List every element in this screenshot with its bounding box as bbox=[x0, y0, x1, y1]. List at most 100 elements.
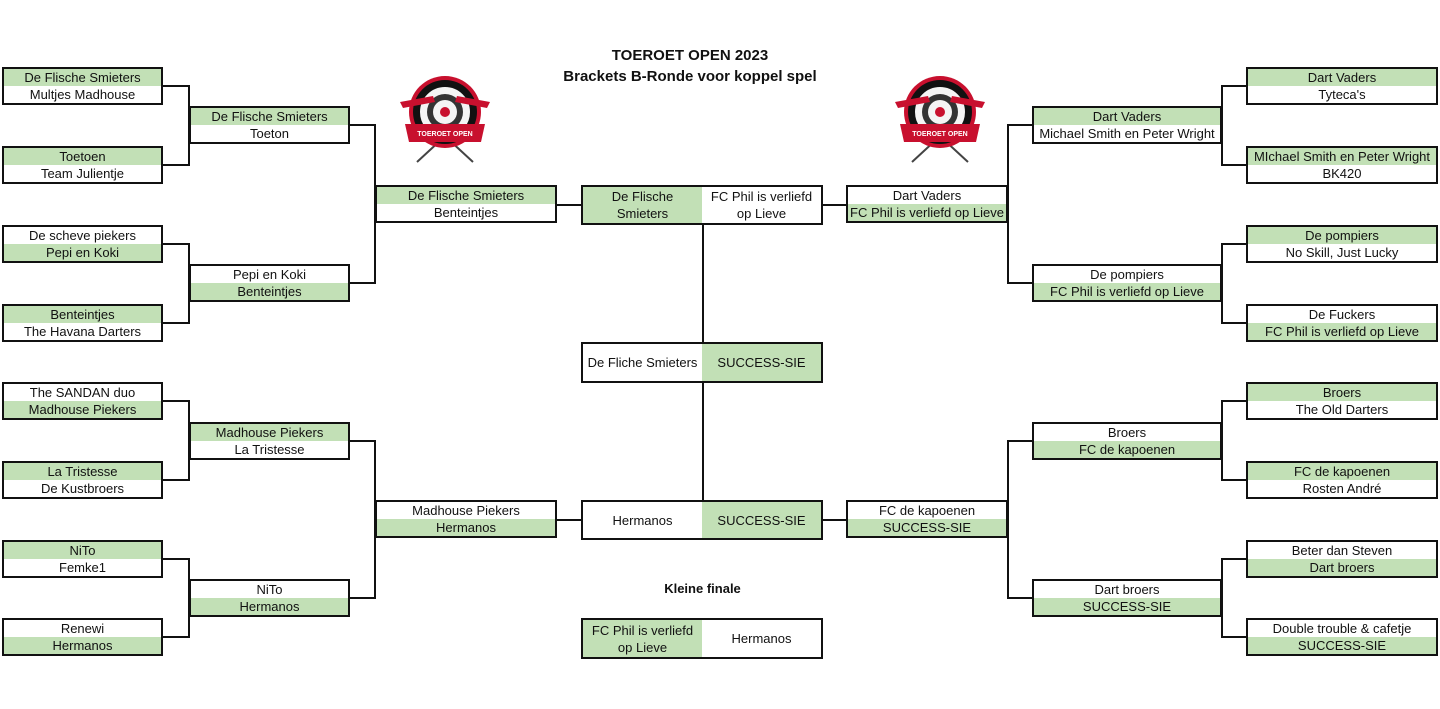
team-top: Renewi bbox=[60, 621, 105, 636]
bracket-line bbox=[350, 597, 375, 599]
team-bottom: FC de kapoenen bbox=[1034, 441, 1220, 458]
team-top: FC de kapoenen bbox=[878, 503, 976, 518]
team-bottom: Team Julientje bbox=[40, 166, 125, 181]
team-right: FC Phil is verliefd op Lieve bbox=[710, 189, 813, 221]
team-top: De scheve piekers bbox=[29, 228, 136, 243]
bracket-line bbox=[188, 558, 190, 638]
team-top: De Fuckers bbox=[1308, 307, 1376, 322]
team-left: Hermanos bbox=[612, 512, 673, 528]
bracket-line bbox=[1008, 440, 1032, 442]
team-top: La Tristesse bbox=[4, 463, 161, 480]
team-top: Dart broers bbox=[1094, 582, 1160, 597]
bracket-line bbox=[557, 519, 581, 521]
team-top: Pepi en Koki bbox=[233, 267, 306, 282]
team-left: FC Phil is verliefd op Lieve bbox=[583, 620, 702, 657]
bracket-line bbox=[350, 124, 375, 126]
bracket-line bbox=[1222, 400, 1246, 402]
bracket-line bbox=[163, 479, 189, 481]
team-right: Hermanos bbox=[731, 631, 792, 646]
team-top: Dart Vaders bbox=[892, 188, 962, 203]
team-bottom: The Havana Darters bbox=[23, 324, 142, 339]
team-bottom: No Skill, Just Lucky bbox=[1285, 245, 1399, 260]
bracket-line bbox=[1222, 85, 1246, 87]
team-top: De pompiers bbox=[1248, 227, 1436, 244]
team-top: MIchael Smith en Peter Wright bbox=[1248, 148, 1436, 165]
team-bottom: De Kustbroers bbox=[40, 481, 125, 496]
team-top: NiTo bbox=[4, 542, 161, 559]
team-bottom: Rosten André bbox=[1302, 481, 1382, 496]
team-top: De Flische Smieters bbox=[4, 69, 161, 86]
kleine-finale-label: Kleine finale bbox=[664, 581, 741, 596]
bracket-line bbox=[1007, 124, 1009, 284]
team-top: Toetoen bbox=[4, 148, 161, 165]
bracket-line bbox=[1221, 558, 1223, 638]
bracket-line bbox=[1222, 243, 1246, 245]
bracket-line bbox=[1008, 124, 1032, 126]
bracket-line bbox=[823, 204, 846, 206]
bracket-line bbox=[823, 519, 846, 521]
team-top: The SANDAN duo bbox=[29, 385, 136, 400]
bracket-line bbox=[1007, 440, 1009, 599]
team-top: Dart Vaders bbox=[1034, 108, 1220, 125]
dartboard-logo-right: TOEROET OPEN bbox=[895, 76, 985, 163]
team-left: De Flische Smieters bbox=[583, 187, 702, 223]
team-right: SUCCESS-SIE bbox=[702, 344, 821, 381]
bracket-line bbox=[702, 383, 704, 500]
bracket-line bbox=[1222, 558, 1246, 560]
bracket-line bbox=[188, 243, 190, 324]
team-bottom: SUCCESS-SIE bbox=[1034, 598, 1220, 615]
bracket-line bbox=[702, 225, 704, 342]
bracket-line bbox=[1221, 400, 1223, 481]
team-top: Madhouse Piekers bbox=[412, 503, 520, 518]
bracket-line bbox=[163, 164, 189, 166]
team-top: Double trouble & cafetje bbox=[1272, 621, 1412, 636]
bracket-line bbox=[163, 85, 189, 87]
team-top: Beter dan Steven bbox=[1291, 543, 1393, 558]
bracket-line bbox=[1222, 636, 1246, 638]
team-top: Benteintjes bbox=[4, 306, 161, 323]
team-bottom: BK420 bbox=[1322, 166, 1362, 181]
team-bottom: Multjes Madhouse bbox=[29, 87, 136, 102]
bracket-line bbox=[188, 400, 190, 481]
team-bottom: Hermanos bbox=[191, 598, 348, 615]
bracket-line bbox=[1221, 85, 1223, 166]
team-bottom: Hermanos bbox=[4, 637, 161, 654]
bracket-line bbox=[557, 204, 581, 206]
bracket-line bbox=[374, 124, 376, 284]
bracket-line bbox=[350, 440, 375, 442]
dartboard-logo-left: TOEROET OPEN bbox=[400, 76, 490, 163]
team-bottom: La Tristesse bbox=[234, 442, 305, 457]
team-top: FC de kapoenen bbox=[1248, 463, 1436, 480]
bracket-line bbox=[163, 636, 189, 638]
bracket-line bbox=[1008, 597, 1032, 599]
bracket-line bbox=[188, 85, 190, 166]
svg-text:TOEROET OPEN: TOEROET OPEN bbox=[912, 131, 968, 138]
bracket-line bbox=[350, 282, 375, 284]
team-bottom: Benteintjes bbox=[433, 205, 499, 220]
bracket-line bbox=[374, 440, 376, 599]
team-bottom: Hermanos bbox=[377, 519, 555, 536]
bracket-line bbox=[163, 243, 189, 245]
bracket-line bbox=[163, 558, 189, 560]
bracket-line bbox=[163, 322, 189, 324]
